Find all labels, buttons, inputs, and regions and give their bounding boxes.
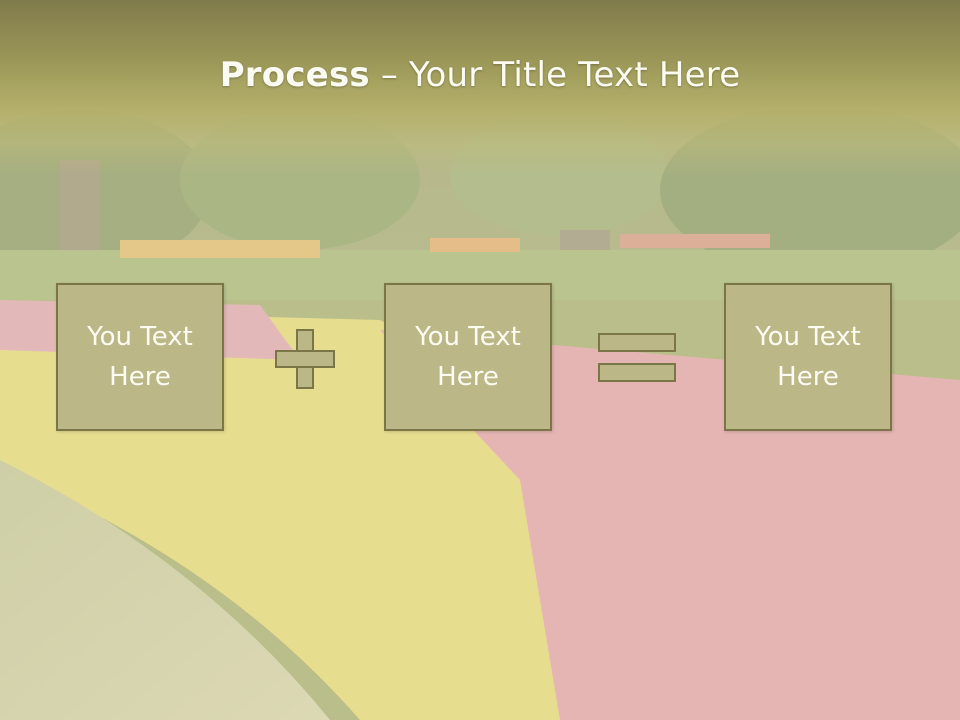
process-box-1[interactable]: You Text Here [56,283,224,431]
plus-icon [275,329,335,389]
title-rest: – Your Title Text Here [369,55,741,95]
title-band [0,0,960,175]
slide-title: Process – Your Title Text Here [0,52,960,98]
title-bold: Process [219,55,370,95]
equals-icon [598,333,676,383]
process-box-1-label: You Text Here [87,322,193,392]
process-box-3-label: You Text Here [755,322,861,392]
process-box-3[interactable]: You Text Here [724,283,892,431]
process-box-2-label: You Text Here [415,322,521,392]
process-box-2[interactable]: You Text Here [384,283,552,431]
